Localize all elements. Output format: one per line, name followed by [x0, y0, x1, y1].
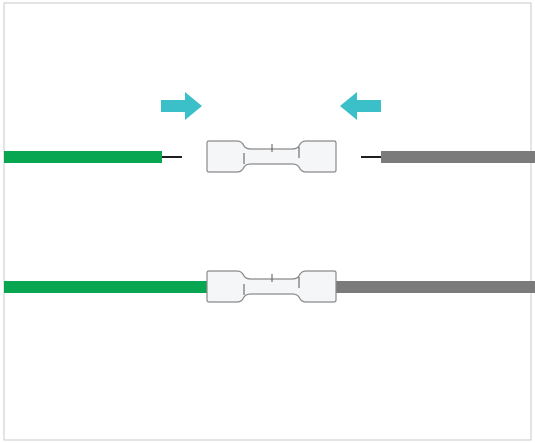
step-after-crimp — [4, 270, 535, 303]
butt-splice-connector — [206, 140, 337, 173]
connector-body — [206, 270, 337, 303]
diagram-frame — [3, 2, 532, 441]
gray-wire-insulation — [334, 281, 535, 293]
gray-wire-insulation — [381, 151, 535, 163]
arrow-left-icon — [340, 92, 381, 120]
step-before-crimp — [4, 92, 535, 173]
butt-splice-connector-crimped — [206, 270, 337, 303]
green-wire-insulation — [4, 151, 162, 163]
arrow-right-icon — [161, 92, 202, 120]
connector-body — [206, 140, 337, 173]
green-wire-insulation — [4, 281, 209, 293]
